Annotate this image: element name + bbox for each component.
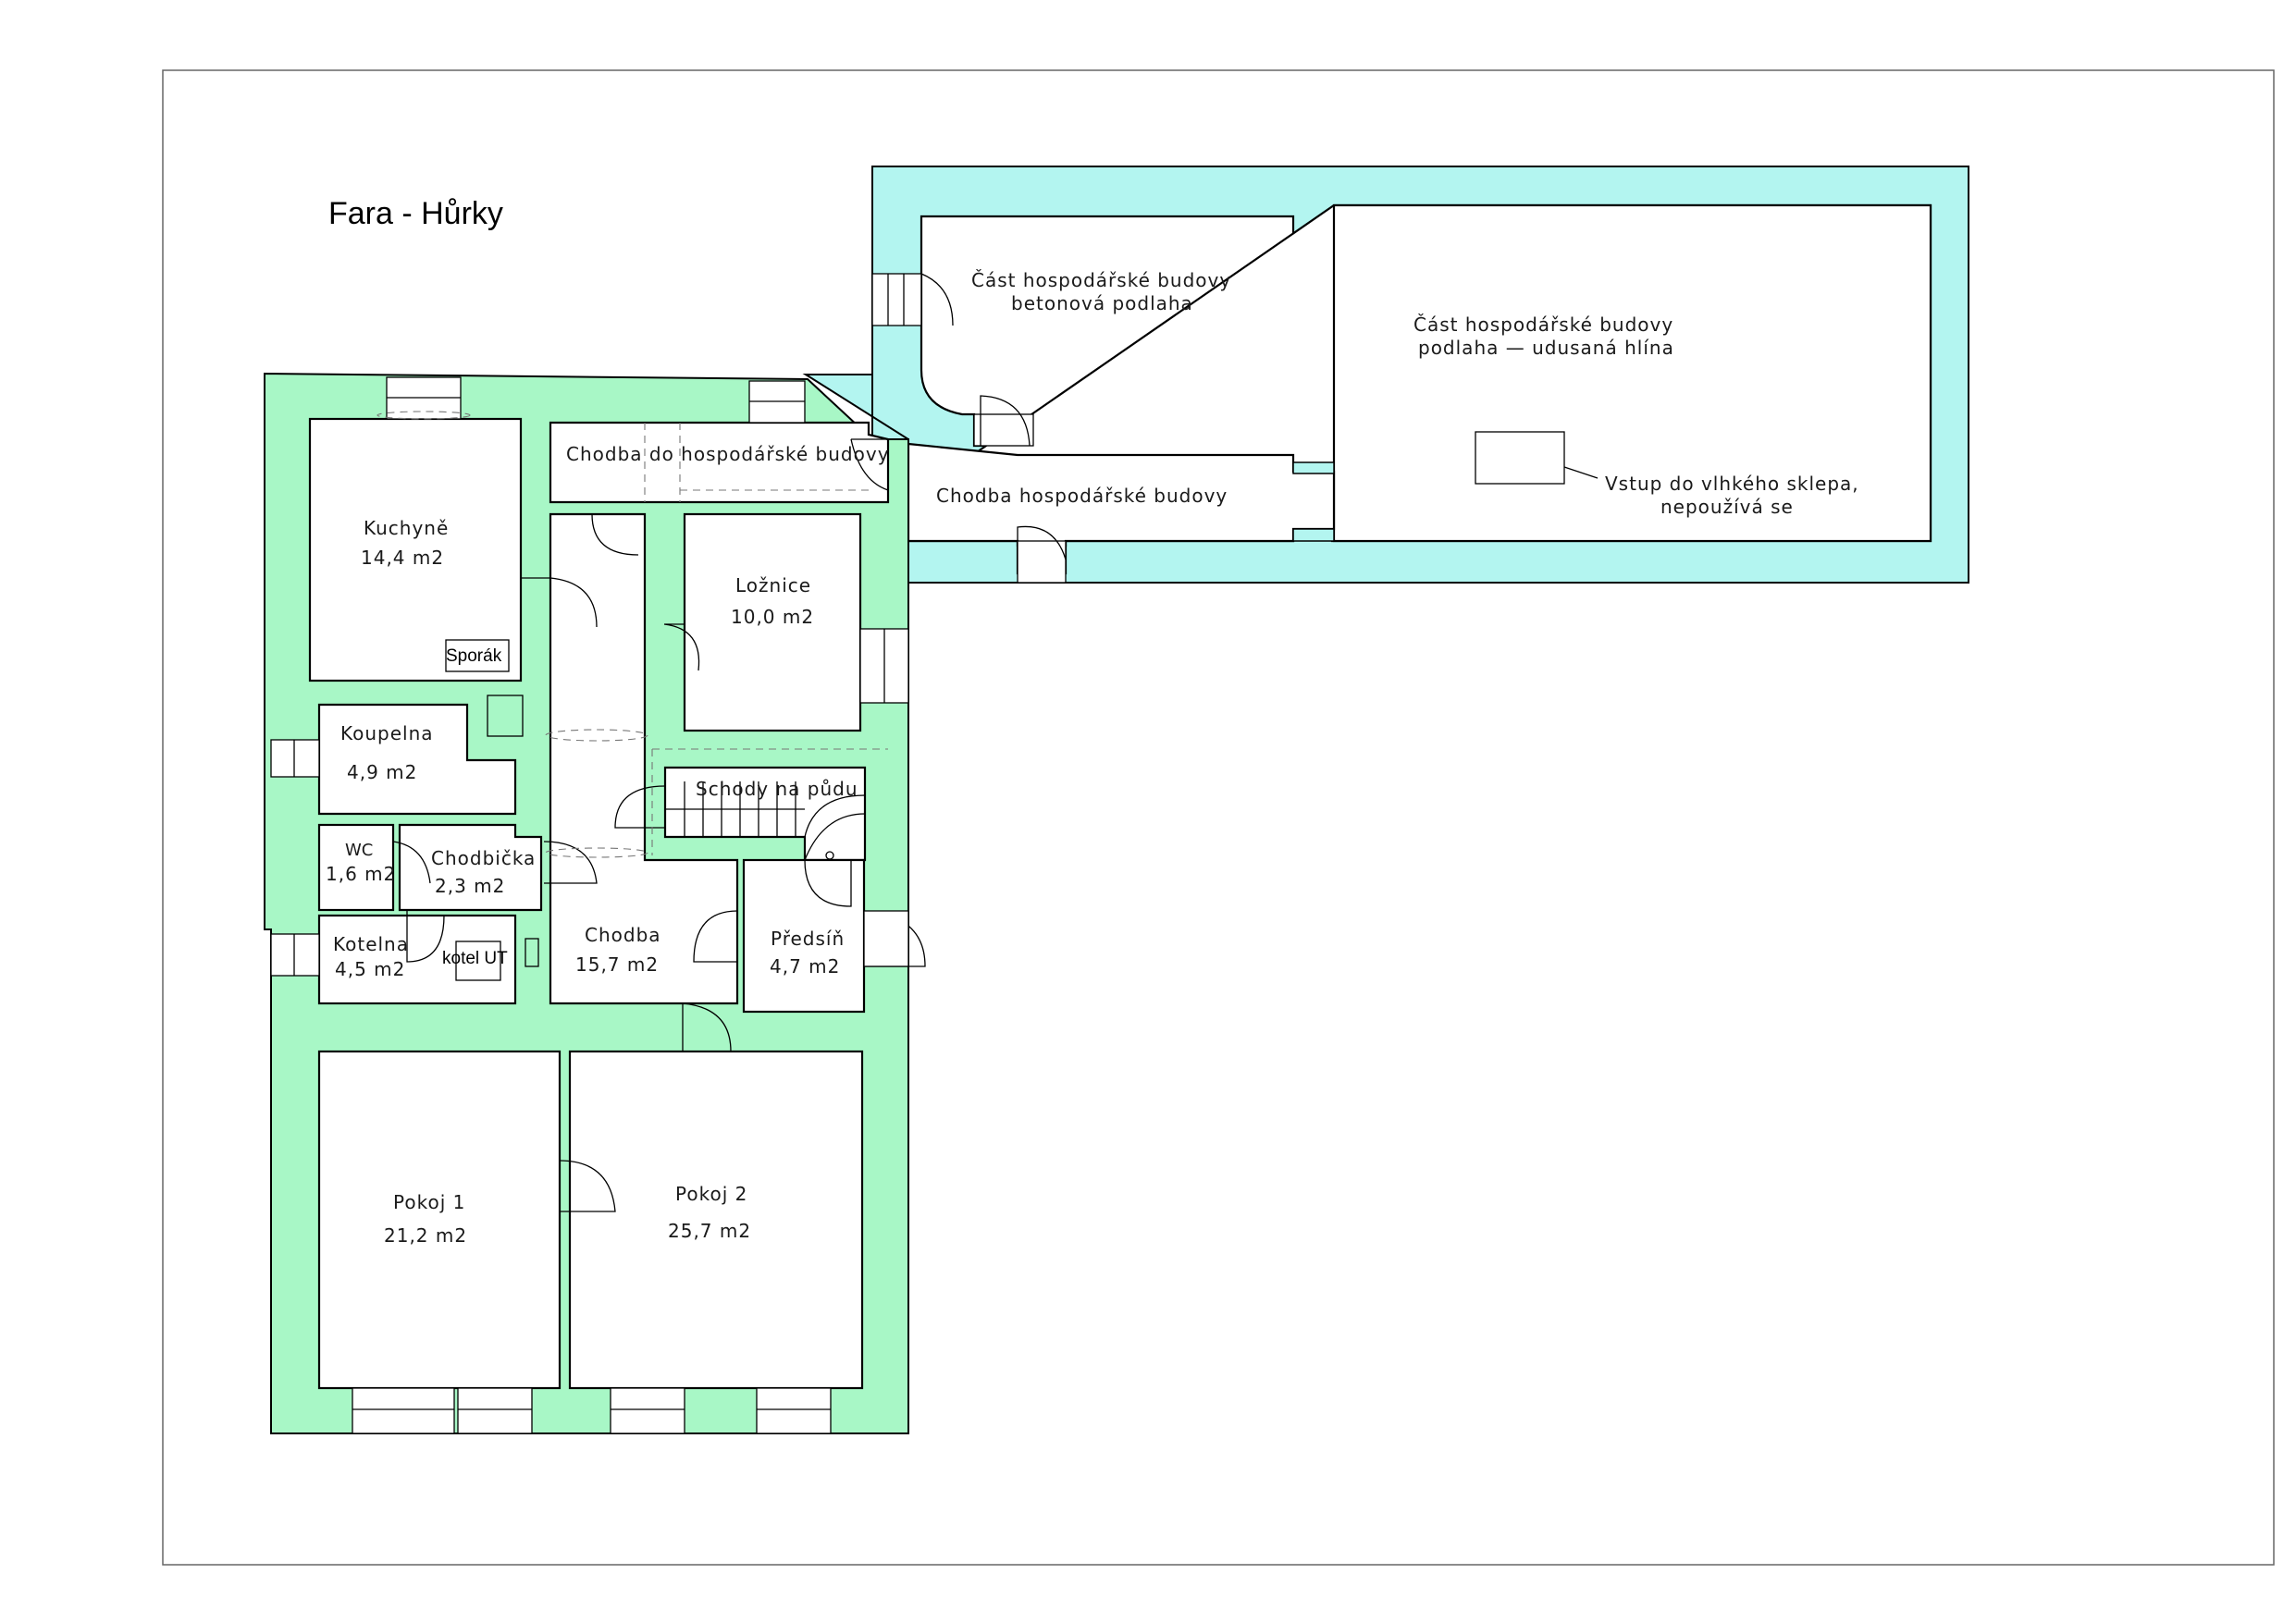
window-pokoj2-a	[610, 1387, 685, 1434]
label-sklep-2: nepoužívá se	[1660, 496, 1794, 518]
label-predsin-name: Předsíň	[771, 928, 845, 950]
farm-building	[802, 166, 1969, 584]
cellar-hatch	[1475, 431, 1565, 485]
label-koupelna-name: Koupelna	[340, 722, 434, 744]
room-pokoj1	[317, 1050, 562, 1390]
door-entrance-frame	[863, 910, 909, 967]
label-wc-area: 1,6 m2	[326, 863, 396, 885]
door-top-corridor-east	[850, 438, 889, 491]
door-chodba-hosp-bottom	[1017, 540, 1067, 584]
label-pokoj1-name: Pokoj 1	[393, 1191, 465, 1213]
label-cast-beton-1: Část hospodářské budovy	[971, 269, 1231, 291]
door-predsin	[693, 910, 738, 963]
label-cast-hlina-1: Část hospodářské budovy	[1413, 314, 1673, 336]
room-loznice	[683, 512, 862, 732]
window-pokoj2-b	[756, 1387, 832, 1434]
overhead-arch-corridor	[545, 729, 648, 742]
fixture-vent	[487, 695, 524, 737]
door-cast-beton	[973, 413, 1034, 447]
label-pokoj2-name: Pokoj 2	[675, 1183, 747, 1205]
farm-entry-steps	[871, 273, 922, 326]
door-pokoje	[682, 1002, 732, 1052]
window-koupelna-left	[270, 739, 320, 778]
plan-title: Fara - Hůrky	[328, 196, 503, 231]
room-chodbicka	[398, 823, 543, 912]
door-corridor-top	[591, 513, 645, 556]
label-kotel: kotel UT	[442, 949, 508, 968]
overhead-arch-corridor2	[545, 847, 648, 858]
label-chodbicka-area: 2,3 m2	[435, 875, 505, 897]
label-kotelna-name: Kotelna	[333, 933, 409, 955]
door-wc	[392, 841, 431, 884]
label-koupelna-area: 4,9 m2	[347, 761, 417, 783]
labels: Kuchyně 14,4 m2 Sporák Koupelna 4,9 m2 W…	[326, 269, 1859, 1247]
door-predsin-top	[804, 859, 852, 907]
room-kotelna	[317, 914, 517, 1005]
label-loznice-name: Ložnice	[735, 574, 811, 596]
label-chodba-name: Chodba	[585, 924, 661, 946]
stairs	[666, 781, 866, 861]
label-chodbicka-name: Chodbička	[431, 847, 536, 869]
label-cast-hlina-2: podlaha — udusaná hlína	[1418, 337, 1674, 359]
label-schody: Schody na půdu	[696, 778, 858, 800]
label-kuchyne-area: 14,4 m2	[361, 547, 444, 569]
label-kotelna-area: 4,5 m2	[335, 958, 405, 980]
label-cast-beton-2: betonová podlaha	[1011, 292, 1193, 314]
label-kuchyne-name: Kuchyně	[364, 517, 449, 539]
label-predsin-area: 4,7 m2	[770, 955, 840, 977]
label-pokoj1-area: 21,2 m2	[384, 1224, 467, 1247]
door-pokoj1-pokoj2	[559, 1160, 616, 1212]
drawing-frame	[162, 69, 2275, 1566]
room-kuchyne	[308, 417, 523, 682]
door-kuchyne	[521, 577, 598, 628]
room-koupelna	[317, 703, 517, 816]
door-kotelna	[406, 910, 445, 963]
label-wc-name: WC	[345, 841, 373, 860]
label-sporak: Sporák	[446, 646, 502, 666]
fixture-chimney	[525, 938, 539, 967]
fixture-kotel-box	[455, 941, 501, 981]
door-arc-farm-entry	[920, 273, 954, 326]
label-chodba-area: 15,7 m2	[575, 953, 659, 976]
fixture-sporak-box	[445, 639, 510, 672]
window-pokoj1-a	[352, 1387, 455, 1434]
label-chodba-do-hospodarske: Chodba do hospodářské budovy	[566, 443, 890, 465]
house	[264, 372, 926, 1434]
label-sklep-1: Vstup do vlhkého sklepa,	[1605, 473, 1859, 495]
room-pokoj2	[568, 1050, 864, 1390]
window-kotelna-left	[270, 933, 320, 977]
window-pokoj1-b	[457, 1387, 533, 1434]
label-pokoj2-area: 25,7 m2	[668, 1220, 751, 1242]
overhead-arch-kitchen	[376, 411, 471, 420]
door-chodbicka	[543, 841, 598, 884]
room-wc	[317, 823, 395, 912]
door-loznice	[663, 623, 700, 671]
door-schody	[614, 785, 666, 829]
label-loznice-area: 10,0 m2	[731, 606, 814, 628]
label-chodba-hospodarske: Chodba hospodářské budovy	[936, 485, 1228, 507]
room-predsin	[742, 858, 866, 1014]
room-hlina-hall	[1332, 203, 1932, 543]
